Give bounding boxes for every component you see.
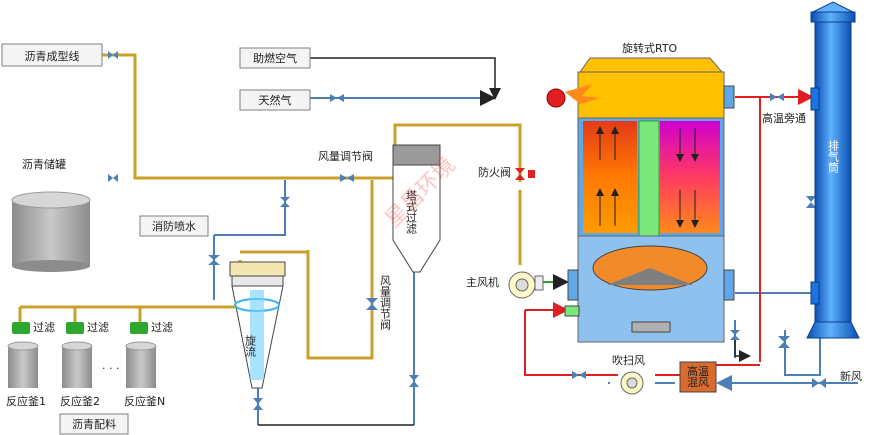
high-temp-mixing-box [679,361,717,393]
flow-arrows [596,126,699,228]
asphalt-tank-label: 沥青储罐 [22,157,66,171]
fire-spray-label: 消防喷水 [152,219,196,233]
fresh-air-label: 新风 [840,369,862,383]
tower-filter [392,144,441,273]
air-damper-label-1: 风量调节阀 [318,149,373,163]
tower-filter-label: 塔式过滤 [405,190,418,234]
asphalt-forming-line-box [1,43,103,67]
reactor-1-label: 反应釜1 [6,394,46,408]
fire-spray-box [139,215,209,237]
air-damper-label-2: 风量调节阀 [379,275,392,331]
main-fan-label: 主风机 [466,275,499,289]
purge-fan [620,371,644,395]
high-temp-mixing-label: 高温混风 [687,364,709,389]
filter-label-2: 过滤 [87,321,109,334]
asphalt-batching-label: 沥青配料 [72,417,116,431]
reactor-n-label: 反应釜N [124,394,165,408]
asphalt-batching-box [59,413,129,435]
purge-air-label: 吹扫风 [612,354,645,367]
rotary-rto [564,57,735,343]
cyclone-separator [229,261,286,389]
fire-damper-valve [515,168,535,180]
reactor-2 [61,322,93,388]
valve-icon [108,51,826,410]
filter-label-3: 过滤 [151,321,173,334]
reactor-ellipsis: · · · [102,362,119,375]
blue-lines [213,90,858,425]
main-fan [508,271,544,299]
combustion-air-box [239,47,311,69]
stack-label: 排气筒 [827,139,840,174]
natural-gas-label: 天然气 [259,93,292,107]
reactor-n [125,322,157,388]
exhaust-stack [806,1,860,339]
high-temp-bypass-label: 高温旁通 [762,111,806,125]
fire-damper-label: 防火阀 [478,165,511,179]
reactor-1 [7,322,39,388]
asphalt-forming-line-label: 沥青成型线 [25,49,80,63]
natural-gas-box [239,89,311,111]
burner [546,84,600,108]
combustion-air-label: 助燃空气 [253,51,297,65]
filter-label-1: 过滤 [33,321,55,334]
reactor-2-label: 反应釜2 [60,394,100,408]
black-lines [258,57,751,426]
asphalt-tank [11,191,91,272]
cyclone-label: 旋流 [244,334,257,357]
rotary-rto-label: 旋转式RTO [622,41,678,55]
